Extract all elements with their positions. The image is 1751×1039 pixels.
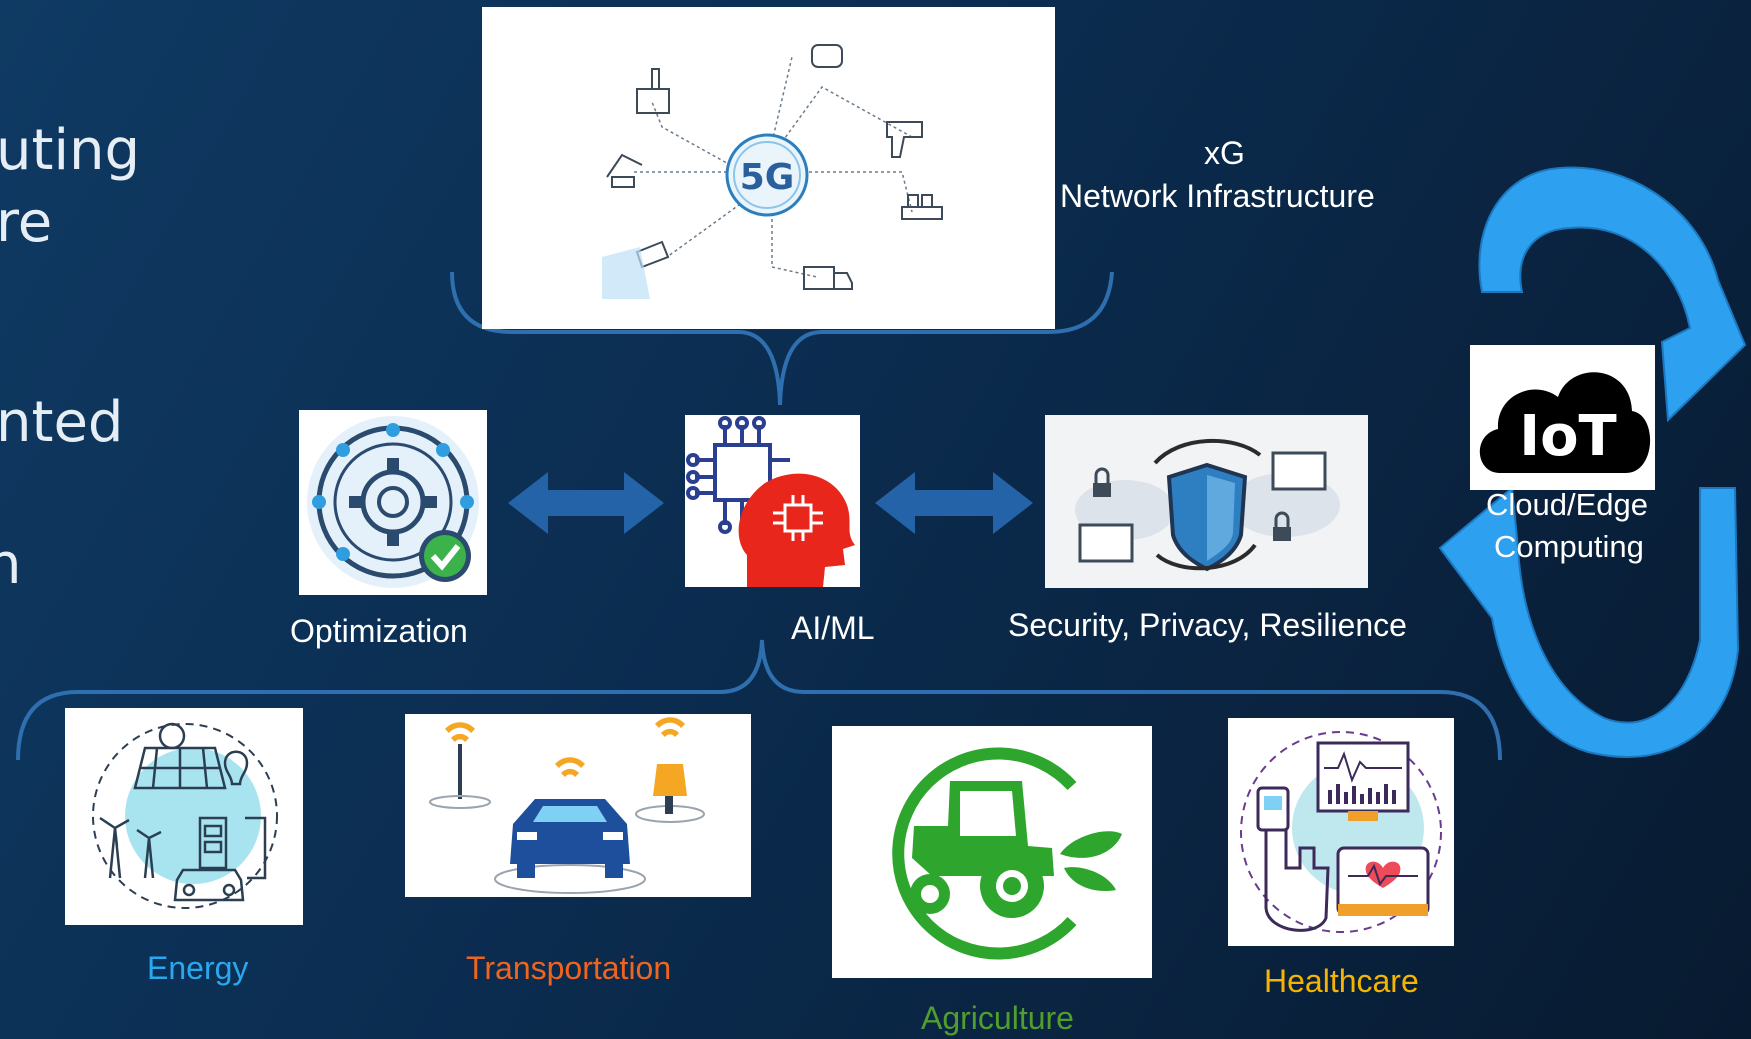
shield-lock-icon xyxy=(1075,438,1340,572)
agriculture-label: Agriculture xyxy=(921,1000,1074,1036)
network-title-line1: xG xyxy=(1204,135,1245,171)
tractor-leaf-icon xyxy=(892,747,1122,960)
5g-network-card: 5G xyxy=(482,7,1055,329)
gear-check-icon xyxy=(307,416,479,588)
healthcare-label: Healthcare xyxy=(1264,963,1419,999)
cycle-arrow-upper xyxy=(1478,166,1747,423)
cloud-caption-line2: Computing xyxy=(1494,529,1644,564)
renewable-energy-icon xyxy=(92,722,278,909)
ai-brain-icon xyxy=(686,416,855,587)
healthcare-card xyxy=(1228,718,1454,946)
svg-text:5G: 5G xyxy=(740,157,795,198)
security-label: Security, Privacy, Resilience xyxy=(1008,607,1407,643)
optimization-aiml-arrow xyxy=(508,472,664,534)
transportation-card xyxy=(405,714,751,897)
energy-card xyxy=(65,708,303,925)
cloud-icon: IoT xyxy=(1479,372,1651,473)
connected-vehicles-icon xyxy=(429,717,705,894)
health-monitor-icon xyxy=(1240,731,1442,933)
network-title-line2: Network Infrastructure xyxy=(1060,178,1375,214)
left-text-fragment-3: nted xyxy=(0,390,124,455)
security-card xyxy=(1045,415,1368,588)
energy-label: Energy xyxy=(147,950,249,986)
left-text-fragment-2: re xyxy=(0,190,53,255)
optimization-label: Optimization xyxy=(290,613,468,649)
5g-network-icon: 5G xyxy=(602,44,943,299)
aiml-card xyxy=(685,415,860,587)
agriculture-card xyxy=(832,726,1152,978)
aiml-security-arrow xyxy=(875,472,1033,534)
cloud-caption-line1: Cloud/Edge xyxy=(1486,487,1649,522)
left-text-fragment-4: n xyxy=(0,532,22,597)
left-text-fragment-1: uting xyxy=(0,118,141,183)
iot-cloud-card: IoT xyxy=(1470,345,1655,490)
cycle-arrow-lower xyxy=(1438,486,1740,758)
aiml-label: AI/ML xyxy=(791,610,875,646)
optimization-card xyxy=(299,410,487,595)
iot-label: IoT xyxy=(1519,404,1617,469)
transportation-label: Transportation xyxy=(466,950,672,986)
applications-bracket xyxy=(16,639,1502,761)
